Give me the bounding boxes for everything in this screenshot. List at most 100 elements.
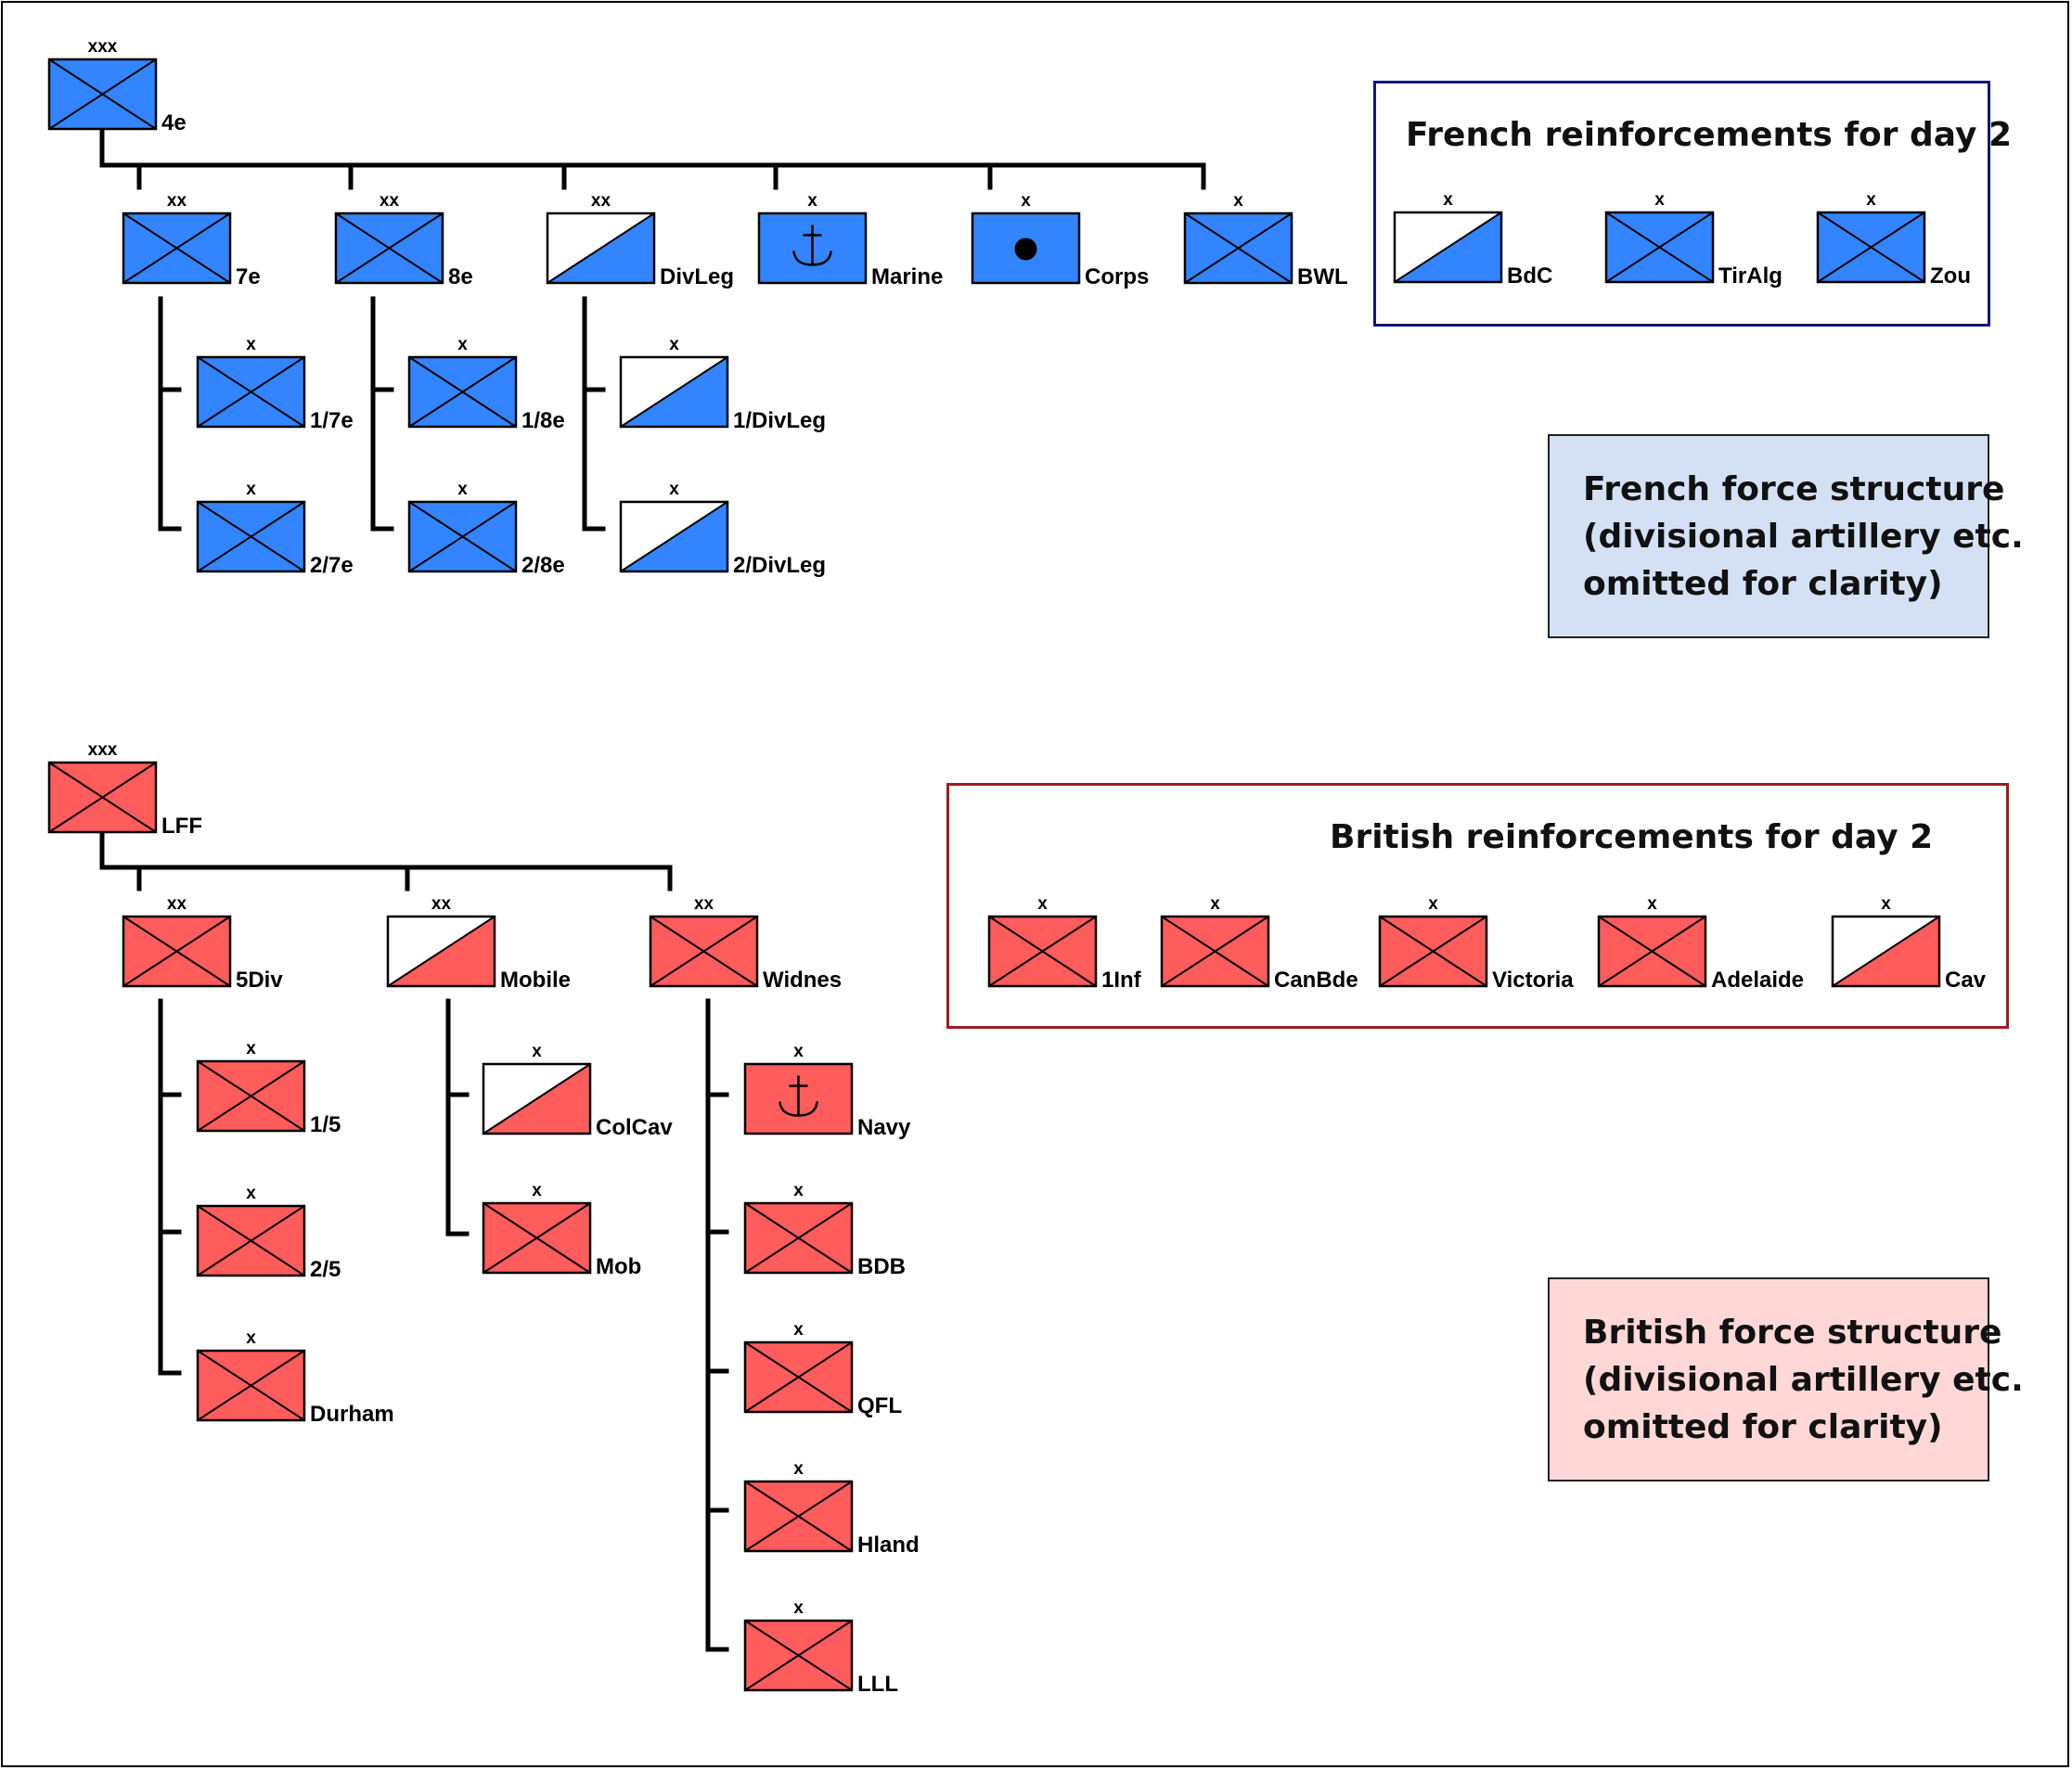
french-unit-div7: xx 7e [122, 191, 261, 289]
echelon-mark: x [1428, 894, 1438, 914]
anchor-icon [792, 224, 832, 266]
unit-label: Hland [857, 1533, 920, 1558]
infantry-cross [988, 916, 1097, 987]
infantry-cross [744, 1202, 853, 1274]
echelon-mark: x [1866, 190, 1876, 210]
cavalry-slash [620, 356, 728, 428]
echelon-mark: x [793, 1320, 804, 1340]
british-unit-b15: x1/5 [196, 1039, 341, 1137]
unit-label: 2/DivLeg [733, 553, 826, 578]
echelon-mark: x [1654, 190, 1665, 210]
cavalry-slash [387, 916, 495, 987]
echelon-mark: xx [591, 191, 611, 211]
unit-border [482, 1062, 592, 1135]
unit-label: QFL [857, 1393, 902, 1418]
infantry-cross [122, 916, 231, 987]
british-note-line-1: British force structure [1583, 1314, 2002, 1352]
infantry-cross [1379, 916, 1487, 987]
unit-border [1831, 915, 1941, 988]
french-unit-b1dl: x 1/DivLeg [619, 335, 826, 433]
infantry-cross [335, 212, 444, 284]
infantry-cross [122, 212, 231, 284]
echelon-mark: x [793, 1042, 804, 1061]
echelon-mark: x [669, 335, 679, 354]
unit-label: 4e [161, 110, 187, 135]
french-unit-b27: x2/7e [196, 480, 354, 578]
infantry-cross [744, 1341, 853, 1413]
echelon-mark: xx [167, 191, 187, 211]
infantry-cross [1161, 916, 1269, 987]
french-unit-b18: x1/8e [407, 335, 565, 433]
infantry-cross [1817, 212, 1925, 283]
french-note-line-3: omitted for clarity) [1583, 565, 1943, 603]
echelon-mark: x [793, 1598, 804, 1618]
cavalry-slash [483, 1063, 591, 1135]
unit-label: Adelaide [1711, 968, 1804, 993]
unit-label: 8e [448, 264, 473, 289]
unit-label: LFF [161, 814, 202, 839]
unit-label: 1/DivLeg [733, 408, 826, 433]
unit-label: 5Div [236, 968, 283, 993]
infantry-cross [1184, 212, 1293, 284]
infantry-cross [408, 356, 517, 428]
infantry-cross [1598, 916, 1706, 987]
unit-label: Victoria [1492, 968, 1574, 993]
echelon-mark: x [1037, 894, 1048, 914]
unit-label: TirAlg [1718, 263, 1782, 289]
unit-label: Mobile [500, 968, 571, 993]
unit-border [1393, 211, 1503, 284]
echelon-mark: x [1647, 894, 1657, 914]
echelon-mark: xxx [88, 740, 118, 760]
echelon-mark: x [793, 1459, 804, 1479]
infantry-cross [48, 762, 157, 833]
french-structure-note: French force structure (divisional artil… [1548, 434, 2024, 638]
unit-border [546, 212, 656, 285]
echelon-mark: x [807, 191, 817, 211]
british-reinforcements-panel: British reinforcements for day 2 [946, 783, 2009, 1029]
infantry-cross [650, 916, 758, 987]
infantry-cross [197, 356, 305, 428]
unit-label: BDB [857, 1254, 906, 1279]
unit-label: 2/8e [521, 553, 565, 578]
british-unit-b25: x2/5 [196, 1184, 341, 1282]
unit-label: Navy [857, 1115, 911, 1140]
british-hierarchy-lines [99, 830, 729, 1652]
unit-label: LLL [857, 1672, 898, 1697]
infantry-cross [483, 1202, 591, 1274]
unit-label: 1/7e [310, 408, 354, 433]
echelon-mark: x [532, 1042, 542, 1061]
echelon-mark: x [246, 1328, 256, 1348]
echelon-mark: x [457, 480, 468, 499]
unit-label: ColCav [596, 1115, 673, 1140]
unit-border [619, 500, 729, 573]
french-unit-b17: x1/7e [196, 335, 354, 433]
infantry-cross [197, 1350, 305, 1421]
unit-label: 7e [236, 264, 261, 289]
french-reinforcements-panel: French reinforcements for day 2 [1373, 81, 2012, 327]
unit-label: 1/8e [521, 408, 565, 433]
unit-label: 2/5 [310, 1257, 341, 1282]
unit-label: Mob [596, 1254, 641, 1279]
infantry-cross [744, 1620, 853, 1691]
cavalry-slash [620, 501, 728, 572]
french-reinforcements-title: French reinforcements for day 2 [1406, 116, 2013, 154]
british-reinforcements-title: British reinforcements for day 2 [1330, 818, 1934, 856]
echelon-mark: x [1210, 894, 1220, 914]
british-note-line-3: omitted for clarity) [1583, 1408, 1943, 1446]
